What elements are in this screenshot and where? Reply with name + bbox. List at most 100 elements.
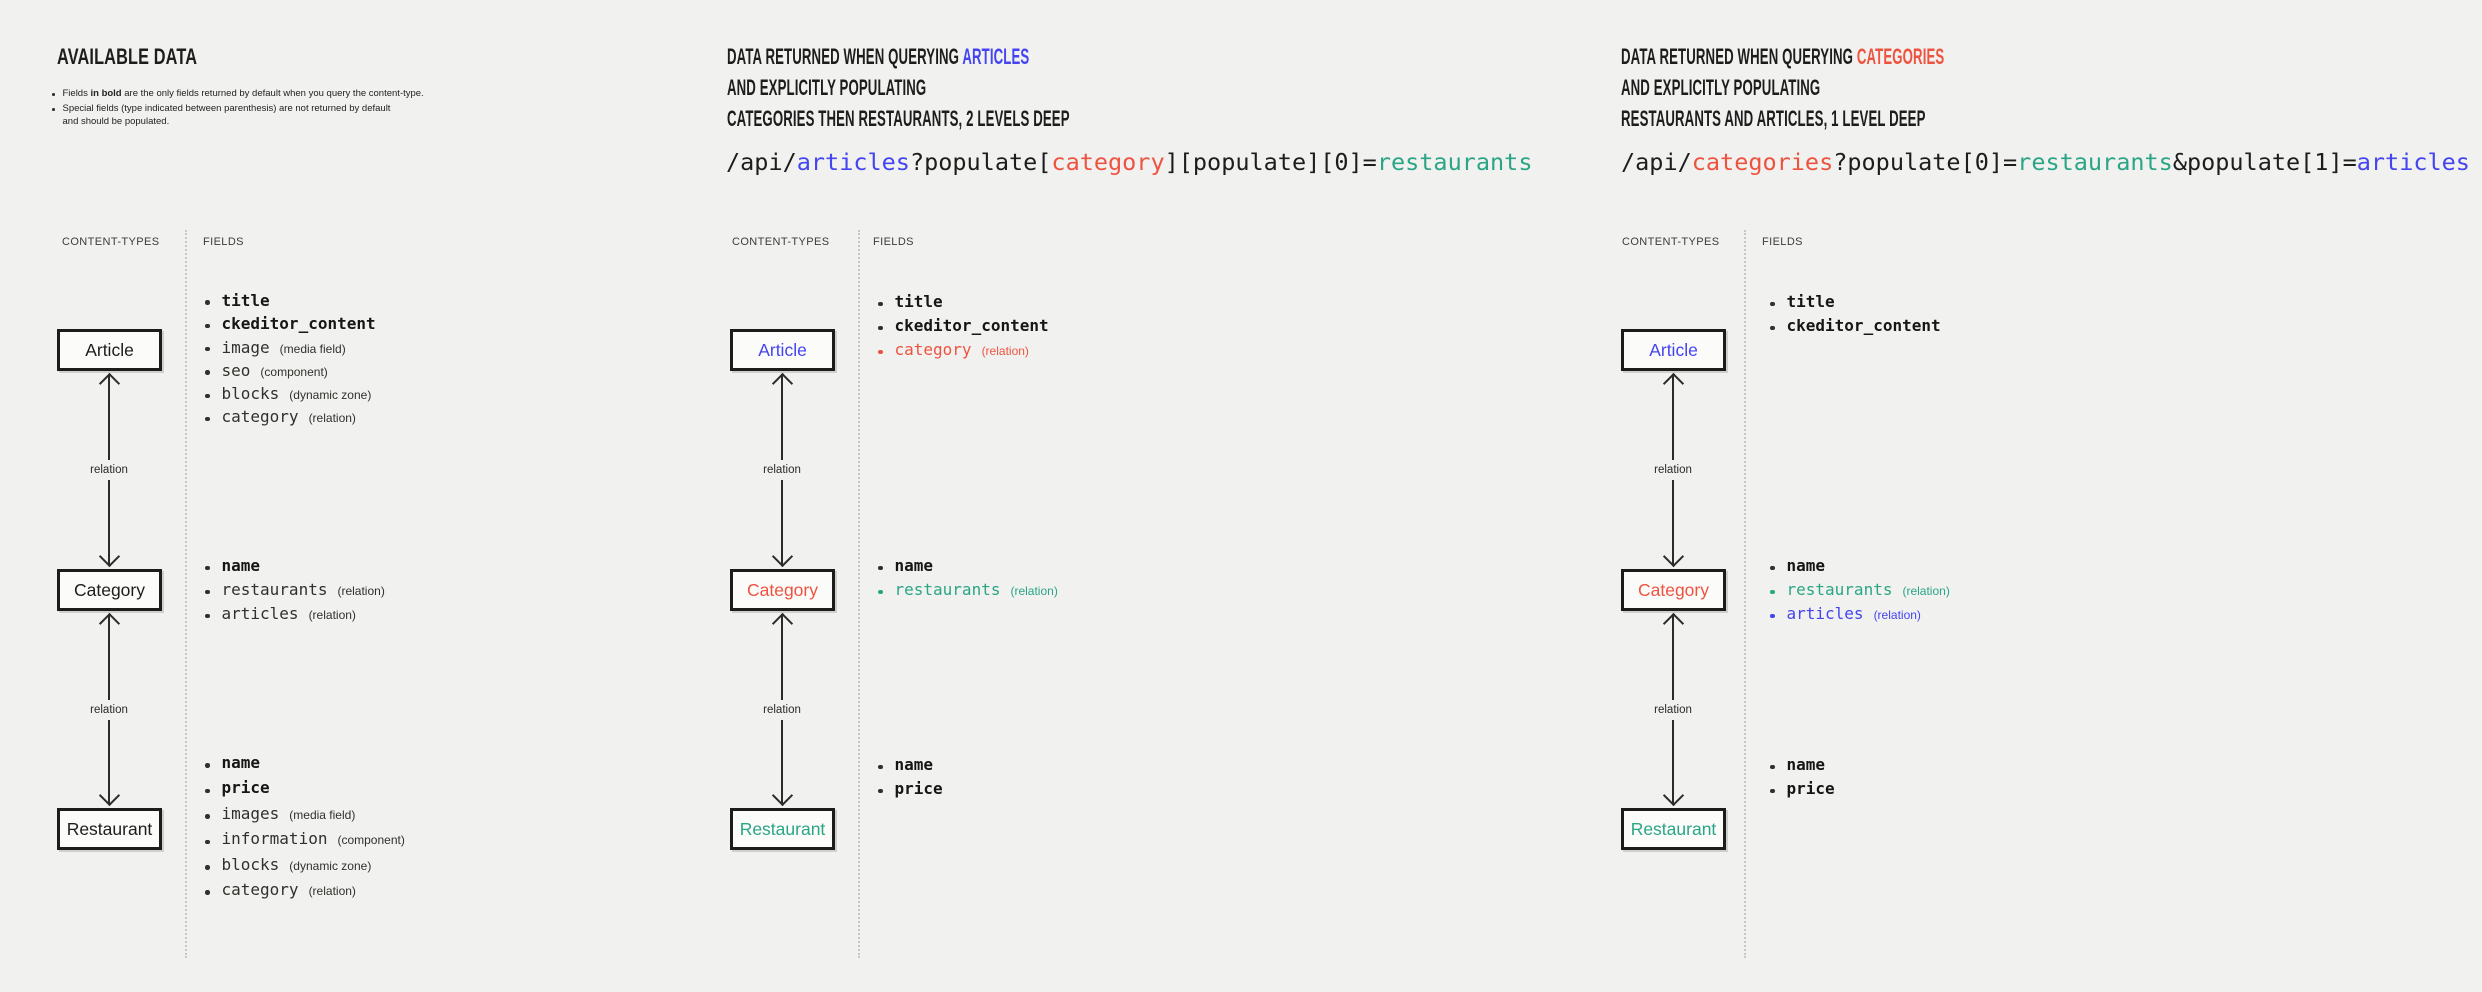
dotted-separator	[1744, 230, 1746, 958]
field-name: name	[221, 753, 261, 772]
bullet-dot	[878, 589, 883, 595]
field-name: ckeditor_content	[894, 316, 1049, 335]
field-row: name	[1770, 556, 1950, 580]
bullet-dot	[205, 814, 210, 819]
bullet-dot	[205, 613, 210, 619]
relation-connector: relation	[760, 372, 804, 568]
bullet-dot	[1770, 764, 1775, 770]
category-box: Category	[1621, 569, 1726, 611]
field-type-annotation: (relation)	[308, 608, 356, 622]
field-row: ckeditor_content	[1770, 316, 1941, 340]
arrowhead-down-icon	[771, 545, 793, 568]
fields-header: FIELDS	[873, 236, 914, 248]
field-row: restaurants(relation)	[878, 580, 1058, 604]
field-type-annotation: (media field)	[289, 807, 356, 822]
field-type-annotation: (relation)	[337, 584, 385, 598]
article-box: Article	[730, 329, 835, 371]
field-name: title	[894, 292, 943, 311]
bullet-dot	[1770, 325, 1775, 331]
bullet-dot	[1770, 301, 1775, 307]
bullet-dot	[1770, 565, 1775, 571]
note-text: Special fields (type indicated between p…	[62, 103, 391, 127]
relation-label: relation	[760, 699, 804, 720]
field-row: image(media field)	[205, 338, 376, 361]
relation-label: relation	[1651, 460, 1695, 480]
field-name: images	[221, 803, 280, 823]
field-name: information	[221, 829, 328, 849]
title-line: CATEGORIES THEN RESTAURANTS, 2 LEVELS DE…	[727, 106, 1070, 131]
field-row: images (media field)	[205, 804, 405, 829]
relation-label: relation	[1651, 699, 1695, 720]
category-box: Category	[57, 569, 162, 611]
bullet-dot	[878, 788, 883, 794]
article-box: Article	[1621, 329, 1726, 371]
relation-label: relation	[760, 460, 804, 480]
arrowhead-up-icon	[1662, 612, 1684, 635]
middle-api-query: /api/articles?populate[category][populat…	[726, 148, 1533, 176]
title-line: AND EXPLICITLY POPULATING	[1621, 75, 1821, 100]
field-type-annotation: (relation)	[308, 883, 356, 898]
field-name: restaurants	[221, 580, 328, 599]
dotted-separator	[858, 230, 860, 958]
arrowhead-down-icon	[771, 784, 793, 807]
bullet-dot	[205, 763, 210, 768]
restaurant-box: Restaurant	[730, 808, 835, 850]
field-row: name	[1770, 755, 1835, 779]
field-row: title	[878, 292, 1049, 316]
field-name: price	[221, 778, 270, 798]
note-item: Special fields (type indicated between p…	[52, 103, 424, 128]
title-line: DATA RETURNED WHEN QUERYING CATEGORIES	[1621, 44, 1945, 69]
restaurant-box-label: Restaurant	[66, 818, 153, 839]
article-fields-list: title ckeditor_content image(media field…	[205, 291, 376, 431]
content-types-header: CONTENT-TYPES	[732, 236, 830, 248]
article-box: Article	[57, 329, 162, 371]
relation-connector: relation	[1651, 372, 1695, 568]
bullet-dot	[878, 325, 883, 331]
field-name: name	[894, 755, 934, 774]
bullet-dot	[205, 300, 210, 305]
bullet-dot	[878, 565, 883, 571]
field-row: category (relation)	[205, 407, 376, 430]
field-row: ckeditor_content	[205, 314, 376, 337]
category-box: Category	[730, 569, 835, 611]
title-line: DATA RETURNED WHEN QUERYING ARTICLES	[727, 44, 1030, 69]
content-types-header: CONTENT-TYPES	[1622, 236, 1720, 248]
field-row: price	[205, 778, 405, 803]
field-type-annotation: (media field)	[279, 341, 346, 356]
right-title: DATA RETURNED WHEN QUERYING CATEGORIES A…	[1621, 41, 1944, 134]
arrowhead-up-icon	[98, 612, 120, 635]
field-row: name	[878, 755, 943, 779]
field-name: title	[221, 291, 270, 310]
note-item: Fields in bold are the only fields retur…	[52, 88, 424, 100]
field-row: seo(component)	[205, 361, 376, 384]
field-row: blocks(dynamic zone)	[205, 855, 405, 880]
field-type-annotation: (relation)	[308, 411, 356, 426]
field-row: title	[1770, 292, 1941, 316]
arrowhead-down-icon	[98, 545, 120, 568]
field-row: blocks(dynamic zone)	[205, 384, 376, 407]
bullet-dot	[52, 108, 55, 111]
bullet-dot	[205, 370, 210, 375]
field-name: category	[221, 879, 299, 899]
bullet-dot	[205, 865, 210, 870]
category-fields-list: name restaurants (relation) articles(rela…	[205, 556, 385, 628]
content-types-header: CONTENT-TYPES	[62, 236, 160, 248]
arrowhead-down-icon	[1662, 784, 1684, 807]
notes-list: Fields in bold are the only fields retur…	[52, 88, 424, 131]
field-row: restaurants(relation)	[1770, 580, 1950, 604]
bullet-dot	[1770, 613, 1775, 619]
field-type-annotation: (component)	[337, 833, 405, 848]
middle-title: DATA RETURNED WHEN QUERYING ARTICLES AND…	[727, 41, 1070, 134]
article-box-label: Article	[1649, 339, 1698, 360]
bullet-dot	[1770, 788, 1775, 794]
field-name: price	[1786, 779, 1835, 798]
field-name: articles	[1786, 604, 1864, 623]
bullet-dot	[205, 839, 210, 845]
field-row: name	[205, 556, 385, 580]
category-fields-list: name restaurants(relation)	[878, 556, 1058, 604]
category-fields-list: name restaurants(relation) articles(rela…	[1770, 556, 1950, 628]
field-row: information (component)	[205, 829, 405, 854]
field-name: category	[221, 407, 299, 427]
field-row: articles(relation)	[205, 604, 385, 628]
field-name: ckeditor_content	[1786, 316, 1941, 335]
